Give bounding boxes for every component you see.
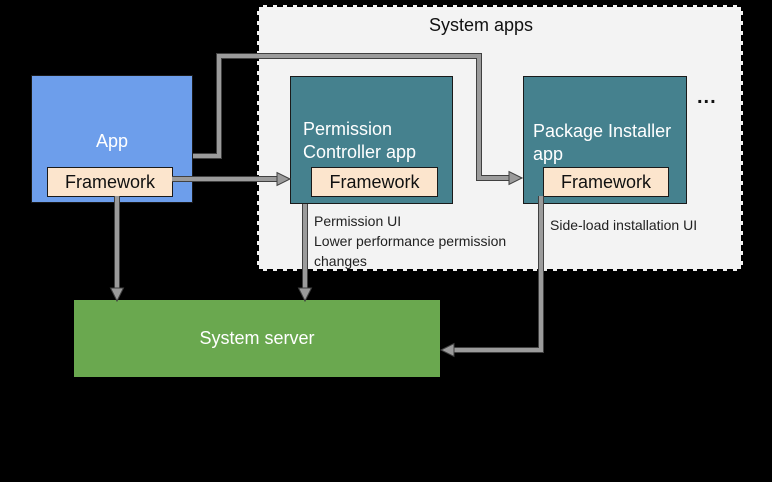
package-installer-box: Package Installer app Framework bbox=[523, 76, 687, 204]
sideload-annotation: Side-load installation UI bbox=[550, 217, 698, 233]
app-framework-chip: Framework bbox=[47, 167, 173, 197]
app-box: App Framework bbox=[31, 75, 193, 203]
permission-annotation-line1: Permission UI bbox=[314, 213, 402, 229]
app-box-title: App bbox=[95, 131, 129, 151]
more-apps-ellipsis: ... bbox=[697, 86, 717, 108]
permission-controller-framework-chip: Framework bbox=[311, 167, 438, 197]
permission-controller-title: Permission Controller app bbox=[303, 119, 417, 162]
package-installer-framework-chip: Framework bbox=[543, 167, 669, 197]
permission-controller-box: Permission Controller app Framework bbox=[290, 76, 453, 204]
system-server-title: System server bbox=[199, 328, 315, 348]
system-server-box: System server bbox=[74, 300, 440, 377]
permission-annotation-line2: Lower performance permission changes bbox=[314, 233, 507, 269]
package-installer-title: Package Installer app bbox=[533, 121, 672, 164]
arrow-app-to-system-server bbox=[109, 196, 125, 303]
system-apps-title: System apps bbox=[428, 15, 534, 35]
permission-annotation: Permission UI Lower performance permissi… bbox=[314, 211, 532, 271]
